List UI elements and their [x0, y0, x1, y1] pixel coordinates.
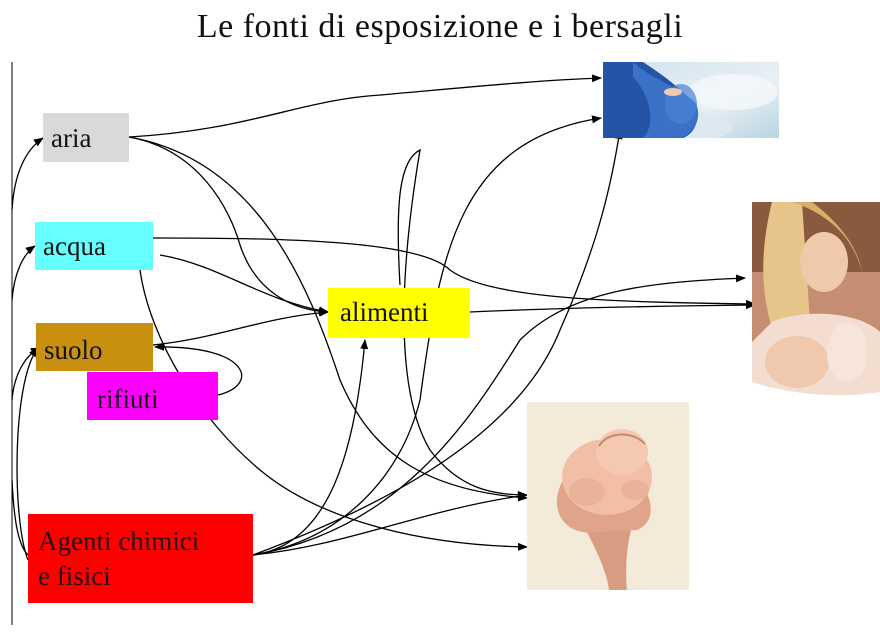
arrow-suolo-loop-to-baby — [139, 269, 528, 551]
arrow-left-to-acqua — [11, 245, 36, 301]
diagram-title: Le fonti di esposizione e i bersagli — [196, 8, 684, 45]
source-suolo: suolo — [36, 323, 153, 371]
arrow-left-to-agenti — [11, 479, 29, 556]
arrow-agenti-to-breastfeeding — [252, 274, 746, 556]
arrow-agenti-to-baby — [252, 492, 528, 556]
agenti-label-line2: e fisici — [38, 561, 111, 592]
arrow-aria-to-pregnant — [128, 74, 602, 138]
arrow-aria-to-baby — [128, 136, 528, 502]
newborn-baby-in-hands-photo — [527, 402, 689, 590]
arrow-acqua-to-breastfeeding — [152, 237, 756, 308]
arrow-agenti-to-suolo — [16, 347, 39, 561]
arrow-agenti-to-alimenti — [252, 339, 369, 556]
pregnant-woman-photo — [603, 62, 779, 138]
arrow-acqua-to-alimenti — [159, 254, 329, 315]
arrow-left-to-aria — [11, 137, 44, 211]
source-agenti-chimici-fisici: Agenti chimici e fisici — [28, 514, 253, 603]
source-aria: aria — [43, 113, 129, 162]
arrow-agenti-to-pregnant-2 — [252, 129, 623, 556]
source-rifiuti: rifiuti — [87, 372, 218, 420]
arrow-aria-to-alimenti — [128, 136, 329, 316]
breastfeeding-mother-photo — [752, 202, 880, 404]
arrow-suolo-to-alimenti — [152, 308, 329, 346]
source-alimenti: alimenti — [328, 288, 470, 338]
arrow-alimenti-to-breastfeeding — [469, 301, 756, 313]
arrow-rifiuti-to-suolo — [154, 342, 243, 396]
arrow-agenti-to-pregnant — [252, 115, 602, 556]
source-acqua: acqua — [35, 222, 153, 270]
agenti-label-line1: Agenti chimici — [38, 526, 200, 556]
